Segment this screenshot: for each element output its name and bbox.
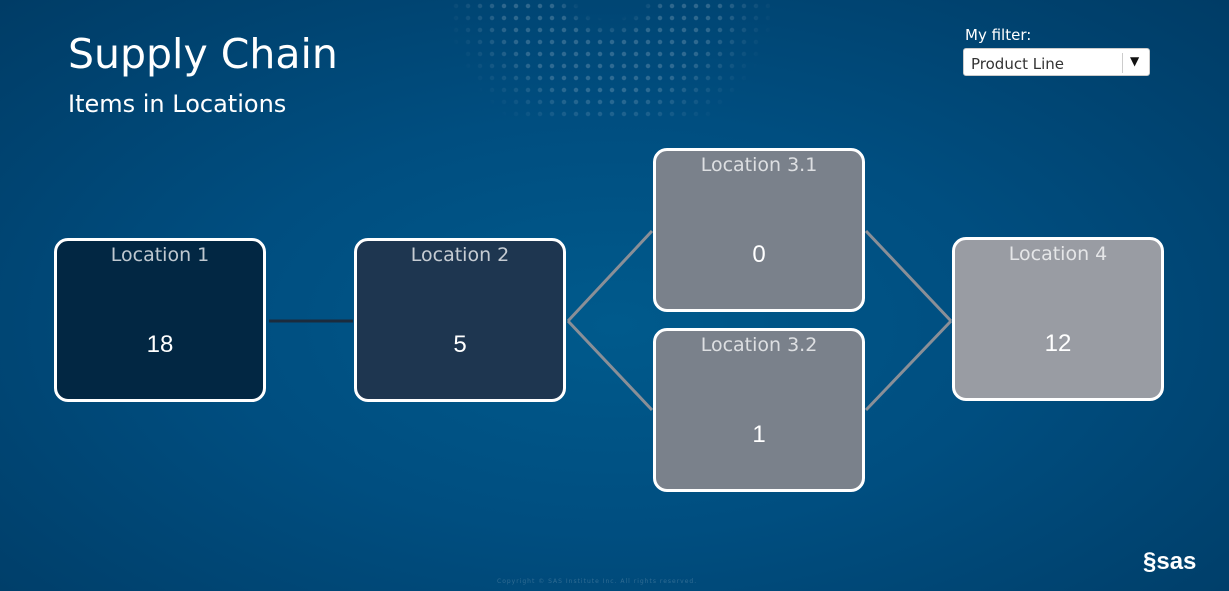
location-name: Location 3.2	[700, 334, 818, 356]
location-node-4[interactable]: Location 4 12	[952, 237, 1164, 401]
filter-value: Product Line	[971, 55, 1064, 73]
location-node-3-2[interactable]: Location 3.2 1	[653, 328, 865, 492]
dropdown-divider	[1122, 53, 1123, 73]
connector-32-4	[864, 319, 953, 412]
location-name: Location 3.1	[700, 154, 818, 176]
filter-label: My filter:	[965, 26, 1032, 44]
location-count: 0	[752, 241, 766, 268]
location-count: 12	[1044, 330, 1072, 357]
connector-2-31	[566, 229, 654, 323]
connector-2-32	[566, 319, 654, 412]
copyright-text: Copyright © SAS Institute Inc. All right…	[497, 578, 698, 585]
location-count: 18	[146, 331, 174, 358]
location-name: Location 4	[1008, 243, 1108, 265]
connector-31-4	[864, 229, 953, 323]
location-count: 5	[453, 331, 467, 358]
location-node-2[interactable]: Location 2 5	[354, 238, 566, 402]
page-title: Supply Chain	[68, 30, 338, 78]
page-subtitle: Items in Locations	[68, 90, 287, 118]
decorative-dot-pattern	[450, 0, 770, 120]
location-name: Location 1	[110, 244, 210, 266]
location-node-3-1[interactable]: Location 3.1 0	[653, 148, 865, 312]
location-name: Location 2	[410, 244, 510, 266]
location-node-1[interactable]: Location 1 18	[54, 238, 266, 402]
chevron-down-icon[interactable]: ▼	[1130, 54, 1140, 68]
location-count: 1	[752, 421, 766, 448]
filter-dropdown[interactable]: Product Line ▼	[963, 48, 1150, 76]
sas-logo: §sas	[1143, 548, 1197, 575]
